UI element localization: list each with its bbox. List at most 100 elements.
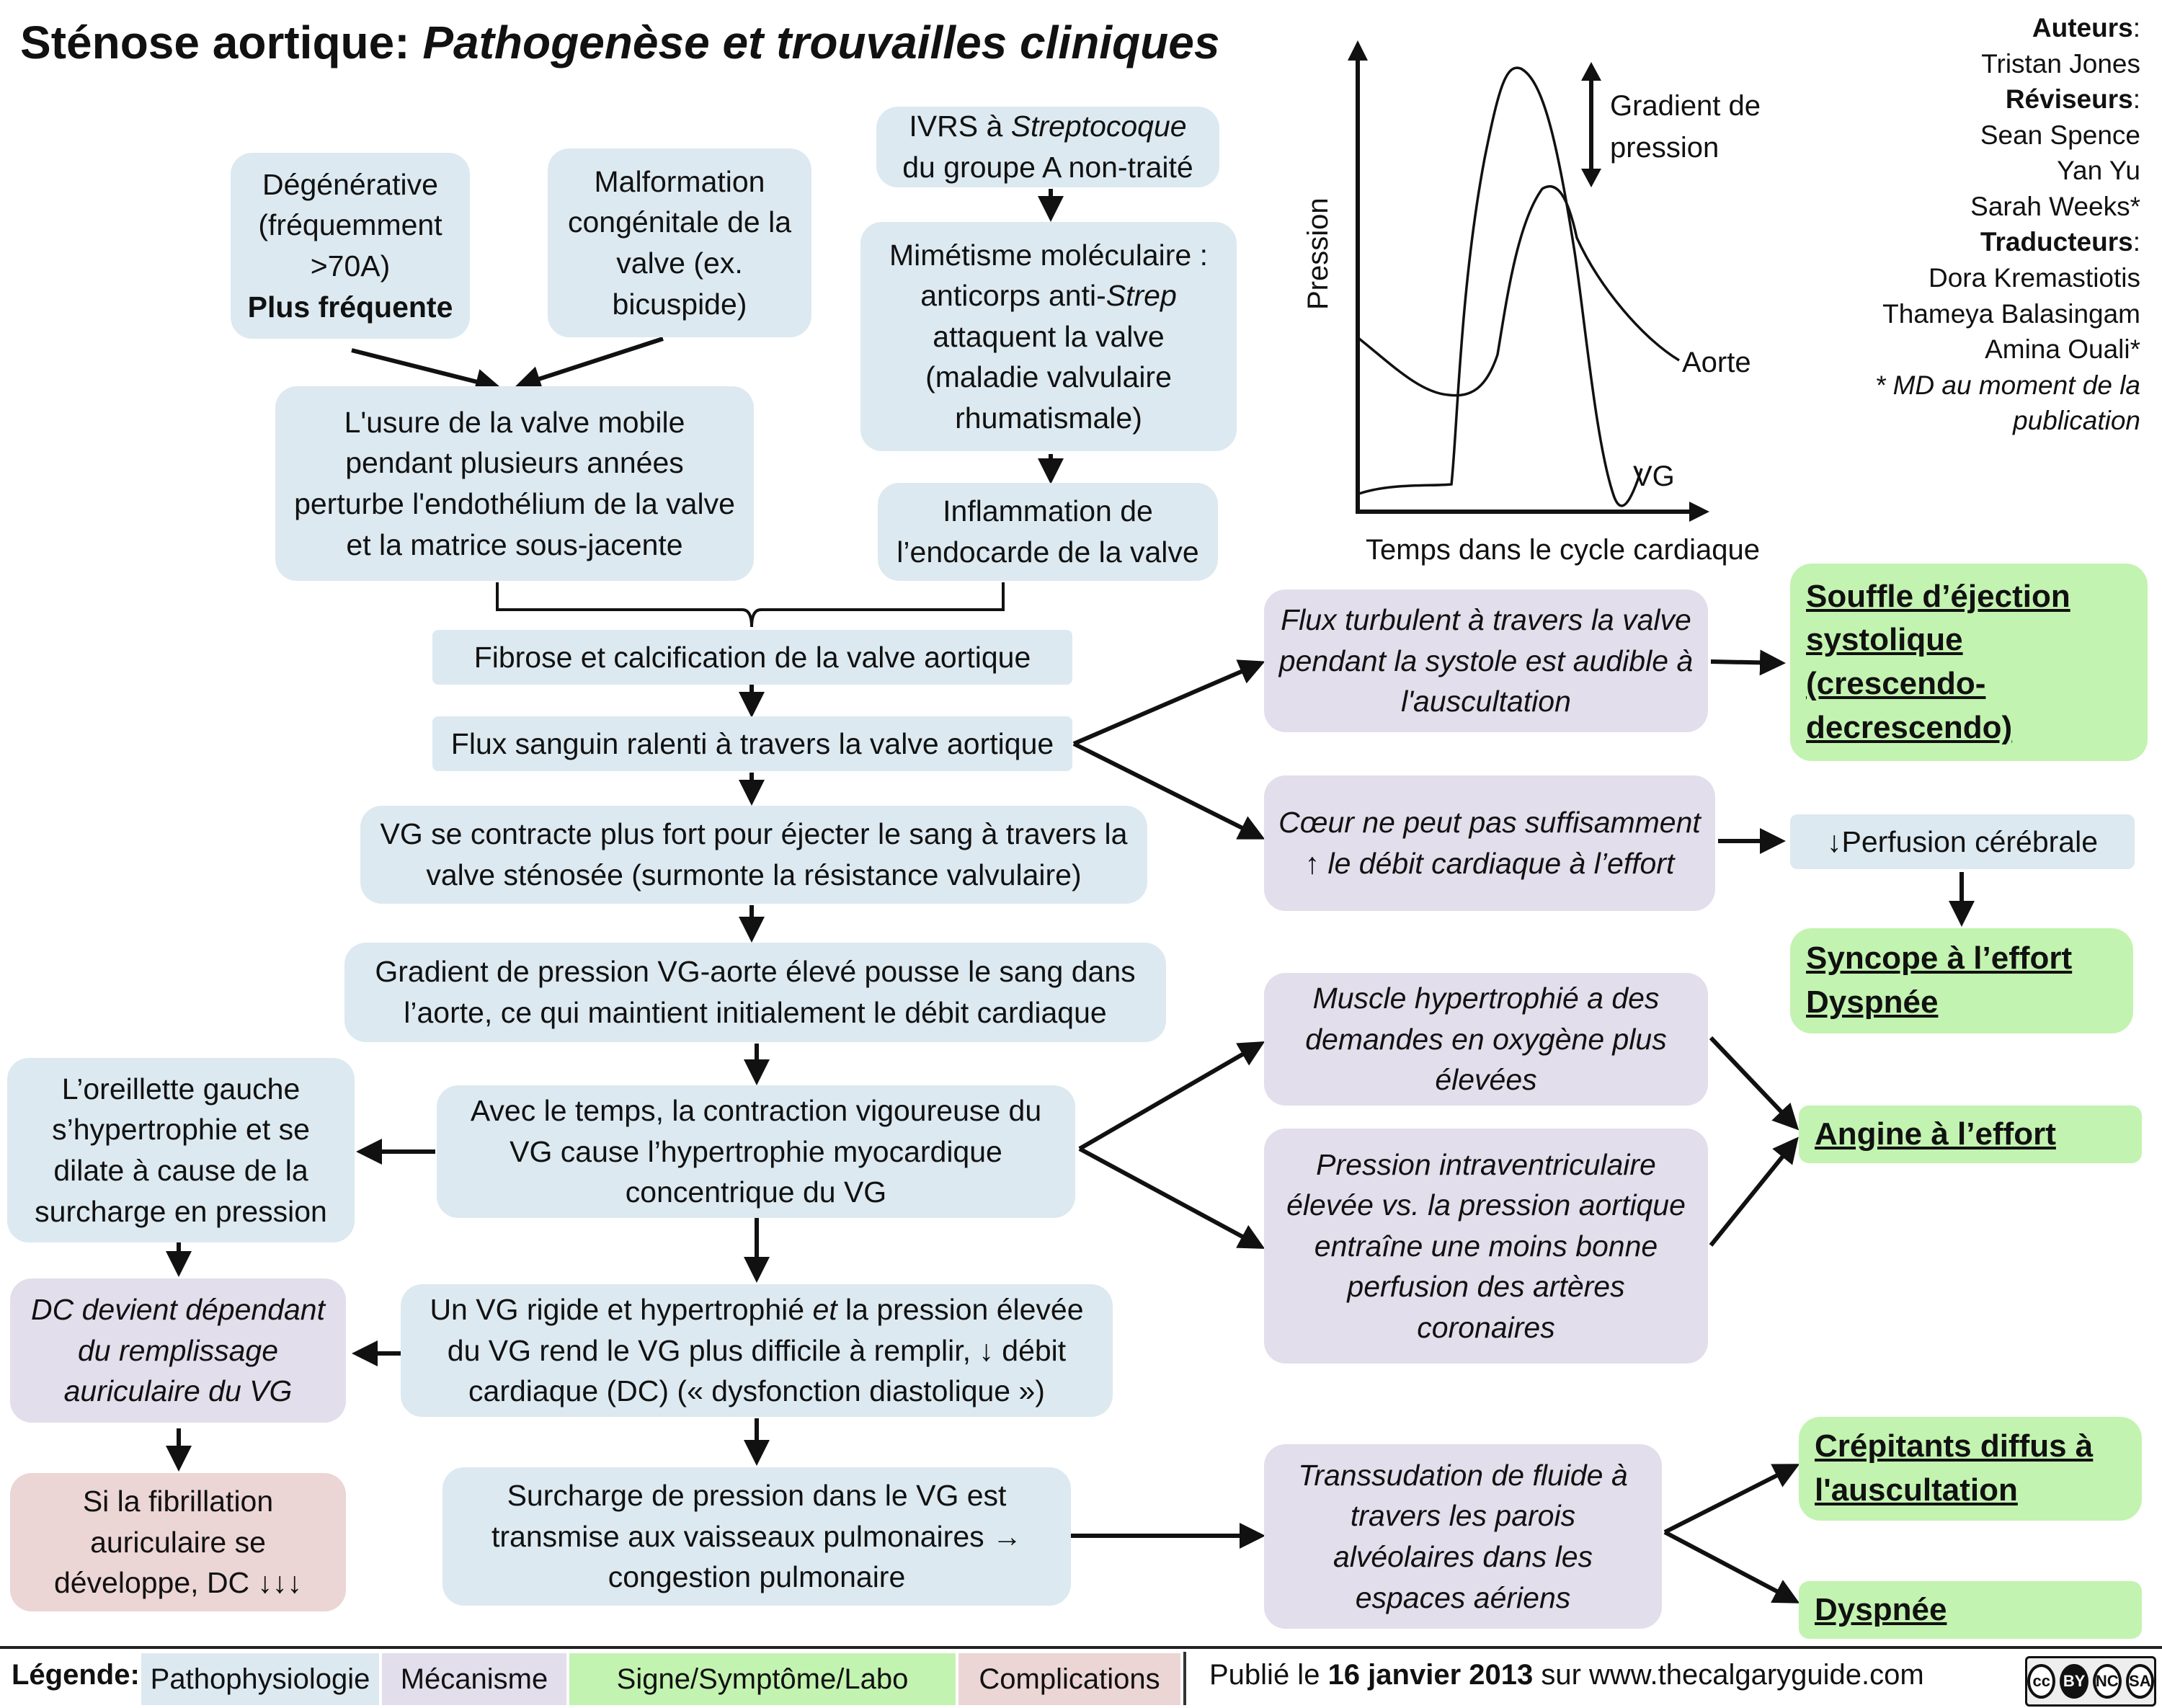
legend-item-complications: Complications (958, 1653, 1180, 1705)
reviewer-name: Yan Yu (2057, 156, 2140, 186)
reviewers-heading: Réviseurs (2005, 84, 2133, 115)
box-congenital: Malformation congénitale de la valve (ex… (548, 148, 811, 337)
legend-bar: Légende: Pathophysiologie Mécanisme Sign… (0, 1646, 2162, 1708)
translator-name: Thameya Balasingam (1882, 298, 2140, 329)
valve-wear-text: L'usure de la valve mobile pendant plusi… (294, 405, 735, 561)
gradient-arrowhead-down (1581, 169, 1601, 187)
degenerative-emphasis: Plus fréquente (247, 290, 453, 324)
author-name: Tristan Jones (1981, 48, 2140, 79)
reviewer-name: Sarah Weeks* (1970, 191, 2140, 221)
pressure-gradient-text: Gradient de pression VG-aorte élevé pous… (375, 955, 1136, 1029)
arrow-intraventricular-to-angina (1709, 1137, 1799, 1247)
box-pulmonary-overload: Surcharge de pression dans le VG est tra… (442, 1467, 1071, 1606)
arrow-degen-to-wear (351, 348, 502, 395)
box-systolic-murmur[interactable]: Souffle d’éjection systolique (crescendo… (1790, 564, 2148, 761)
reviewer-name: Sean Spence (1980, 120, 2140, 150)
lv-pressure-curve (1358, 66, 1643, 507)
gradient-label: Gradient de pression (1610, 90, 1761, 164)
stiff-lv-text: Un VG rigide et hypertrophié et la press… (430, 1293, 1084, 1408)
x-axis-arrowhead (1689, 502, 1709, 522)
box-turbulent-flow: Flux turbulent à travers la valve pendan… (1264, 590, 1708, 732)
box-fibrosis: Fibrose et calcification de la valve aor… (432, 630, 1072, 685)
legend-item-sign-symptom: Signe/Symptôme/Labo (569, 1653, 956, 1705)
box-valve-wear: L'usure de la valve mobile pendant plusi… (275, 386, 754, 581)
aorta-curve-label: Aorte (1682, 347, 1751, 378)
crackles-text: Crépitants diffus à l'auscultation (1815, 1428, 2094, 1508)
cc-icon: cc (2027, 1664, 2056, 1699)
y-axis-arrowhead (1348, 40, 1368, 61)
slow-flow-text: Flux sanguin ralenti à travers la valve … (450, 726, 1054, 760)
box-dyspnea-pulmonary[interactable]: Dyspnée (1799, 1581, 2142, 1639)
mimetism-text: Mimétisme moléculaire : anticorps anti-S… (889, 238, 1208, 435)
exertional-angina-text: Angine à l’effort (1815, 1116, 2056, 1152)
co-dependent-text: DC devient dépendant du remplissage auri… (30, 1293, 326, 1408)
box-oxygen-demand: Muscle hypertrophié a des demandes en ox… (1264, 973, 1708, 1106)
left-atrium-text: L’oreillette gauche s’hypertrophie et se… (35, 1072, 327, 1228)
syncope-text: Syncope à l’effort (1806, 940, 2073, 977)
arrow-hypertrophy-to-muscle (1078, 1041, 1265, 1151)
legend-item-mechanism: Mécanisme (382, 1653, 566, 1705)
turbulent-flow-text: Flux turbulent à travers la valve pendan… (1278, 603, 1694, 719)
lv-contracts-text: VG se contracte plus fort pour éjecter l… (380, 817, 1128, 891)
arrow-transudation-to-dyspnea (1663, 1530, 1800, 1604)
brace-merge-connector (496, 582, 1005, 628)
translator-name: Amina Ouali* (1985, 334, 2140, 365)
box-cannot-increase-co: Cœur ne peut pas suffisamment ↑ le débit… (1264, 775, 1715, 911)
cannot-increase-co-text: Cœur ne peut pas suffisamment ↑ le débit… (1278, 806, 1701, 880)
fibrosis-text: Fibrose et calcification de la valve aor… (473, 640, 1031, 674)
by-icon: BY (2060, 1664, 2088, 1699)
box-pressure-gradient: Gradient de pression VG-aorte élevé pous… (344, 943, 1166, 1042)
authors-heading: Auteurs (2032, 13, 2133, 43)
inflammation-text: Inflammation de l’endocarde de la valve (897, 494, 1199, 569)
box-co-dependent: DC devient dépendant du remplissage auri… (10, 1278, 346, 1423)
pulmonary-overload-text: Surcharge de pression dans le VG est tra… (491, 1479, 1023, 1594)
legend-divider (1183, 1652, 1186, 1705)
translators-heading: Traducteurs (1980, 227, 2133, 257)
arrow-turbulent-to-murmur (1710, 649, 1786, 676)
box-exertional-angina[interactable]: Angine à l’effort (1799, 1106, 2142, 1163)
title-subtitle: Pathogenèse et trouvailles cliniques (422, 17, 1220, 68)
coronary-perfusion-text: Pression intraventriculaire élevée vs. l… (1286, 1147, 1686, 1344)
chart-x-label: Temps dans le cycle cardiaque (1366, 534, 1760, 566)
credits-block: Auteurs: Tristan Jones Réviseurs: Sean S… (1838, 10, 2140, 439)
box-lv-hypertrophy: Avec le temps, la contraction vigoureuse… (437, 1085, 1075, 1218)
box-inflammation: Inflammation de l’endocarde de la valve (878, 483, 1218, 581)
box-transudation: Transsudation de fluide à travers les pa… (1264, 1444, 1662, 1629)
aorta-pressure-curve (1358, 184, 1680, 397)
box-crackles[interactable]: Crépitants diffus à l'auscultation (1799, 1417, 2142, 1521)
box-syncope-dyspnea[interactable]: Syncope à l’effort Dyspnée (1790, 928, 2133, 1033)
lv-hypertrophy-text: Avec le temps, la contraction vigoureuse… (470, 1094, 1042, 1209)
title-main: Sténose aortique: (20, 17, 410, 68)
sa-icon: SA (2125, 1664, 2154, 1699)
congenital-text: Malformation congénitale de la valve (ex… (567, 164, 792, 321)
degenerative-line: (fréquemment (258, 208, 442, 242)
dyspnea-text: Dyspnée (1806, 984, 1939, 1020)
arrow-slowflow-to-turbulent (1072, 659, 1265, 746)
arrow-muscle-to-angina (1709, 1036, 1800, 1131)
nc-icon: NC (2092, 1664, 2122, 1699)
cc-license-icon[interactable]: cc BY NC SA (2025, 1656, 2156, 1707)
degenerative-line: >70A) (310, 249, 391, 283)
arrow-transudation-to-crackles (1663, 1464, 1800, 1534)
box-ivrs: IVRS à Streptocoque du groupe A non-trai… (876, 107, 1219, 187)
box-lv-contracts: VG se contracte plus fort pour éjecter l… (360, 806, 1147, 904)
dyspnea-pulmonary-text: Dyspnée (1815, 1591, 1947, 1627)
atrial-fibrillation-text: Si la fibrillation auriculaire se dévelo… (53, 1485, 303, 1600)
box-atrial-fibrillation: Si la fibrillation auriculaire se dévelo… (10, 1473, 346, 1611)
box-coronary-perfusion: Pression intraventriculaire élevée vs. l… (1264, 1129, 1708, 1364)
box-left-atrium: L’oreillette gauche s’hypertrophie et se… (7, 1058, 355, 1242)
arrow-hypertrophy-to-intraventricular (1078, 1147, 1265, 1249)
box-cerebral-perfusion: ↓Perfusion cérébrale (1790, 814, 2135, 869)
lv-curve-label: VG (1633, 461, 1675, 492)
box-degenerative: Dégénérative (fréquemment >70A) Plus fré… (231, 153, 470, 339)
arrow-slowflow-to-cannot (1072, 742, 1265, 840)
box-stiff-lv: Un VG rigide et hypertrophié et la press… (401, 1284, 1113, 1417)
gradient-arrowhead-up (1581, 62, 1601, 81)
transudation-text: Transsudation de fluide à travers les pa… (1298, 1458, 1628, 1614)
box-mimetism: Mimétisme moléculaire : anticorps anti-S… (860, 222, 1237, 451)
page-title: Sténose aortique: Pathogenèse et trouvai… (20, 16, 1219, 69)
translator-name: Dora Kremastiotis (1928, 263, 2140, 293)
oxygen-demand-text: Muscle hypertrophié a des demandes en ox… (1305, 982, 1667, 1097)
